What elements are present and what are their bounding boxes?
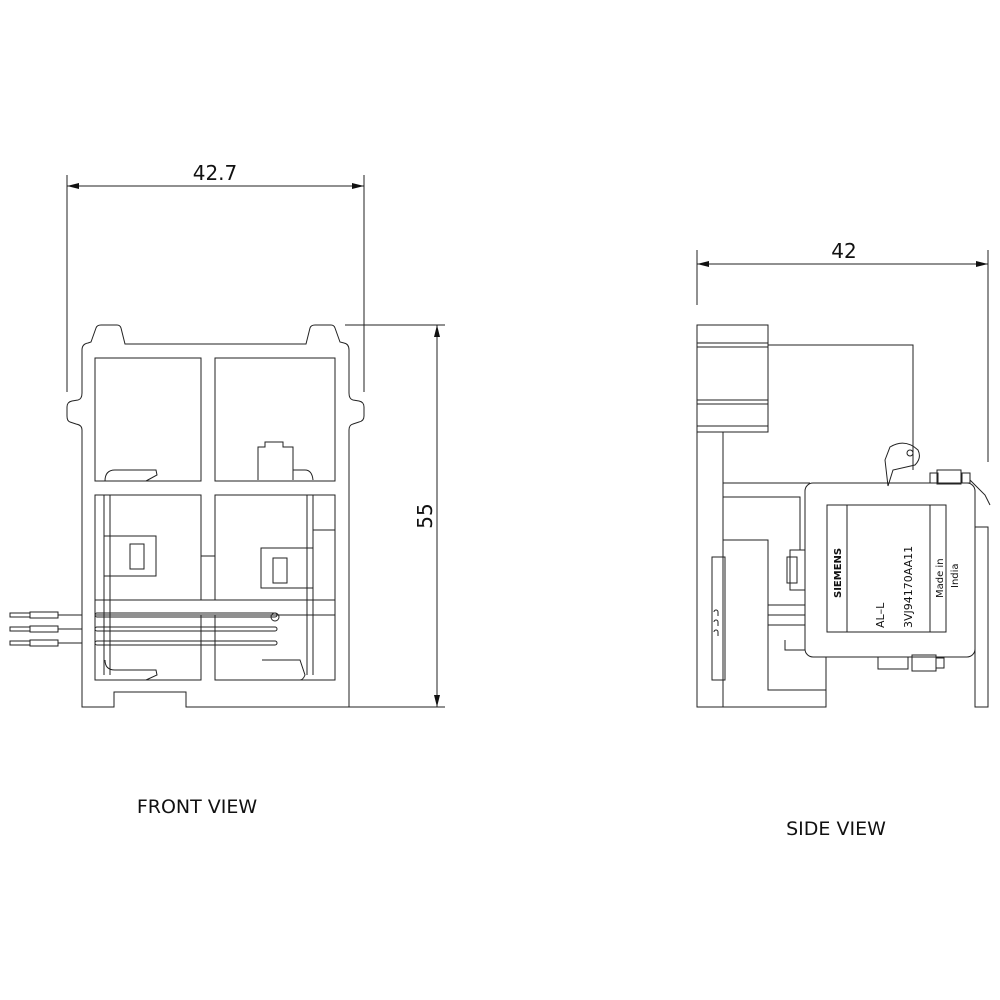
origin-label-line2: India [950, 563, 961, 588]
side-view: 42 [696, 239, 991, 840]
depth-dimension: 42 [696, 239, 989, 462]
side-view-caption: SIDE VIEW [786, 818, 886, 840]
width-dimension-label: 42.7 [193, 161, 238, 185]
front-view-caption: FRONT VIEW [137, 796, 258, 818]
front-body [66, 324, 365, 708]
side-body [696, 324, 991, 708]
height-dimension-label: 55 [413, 503, 437, 528]
depth-dimension-label: 42 [831, 239, 856, 263]
width-dimension: 42.7 [66, 161, 365, 392]
model-label: AL–L [874, 602, 887, 628]
brand-label: SIEMENS [833, 548, 844, 598]
part-number-label: 3VJ94170AA11 [902, 546, 915, 628]
front-view: 42.7 55 [9, 161, 445, 818]
wire-leads [9, 611, 280, 647]
origin-label-line1: Made in [935, 558, 946, 598]
height-dimension: 55 [330, 324, 445, 708]
product-label: SIEMENS AL–L 3VJ94170AA11 Made in India [833, 546, 961, 628]
